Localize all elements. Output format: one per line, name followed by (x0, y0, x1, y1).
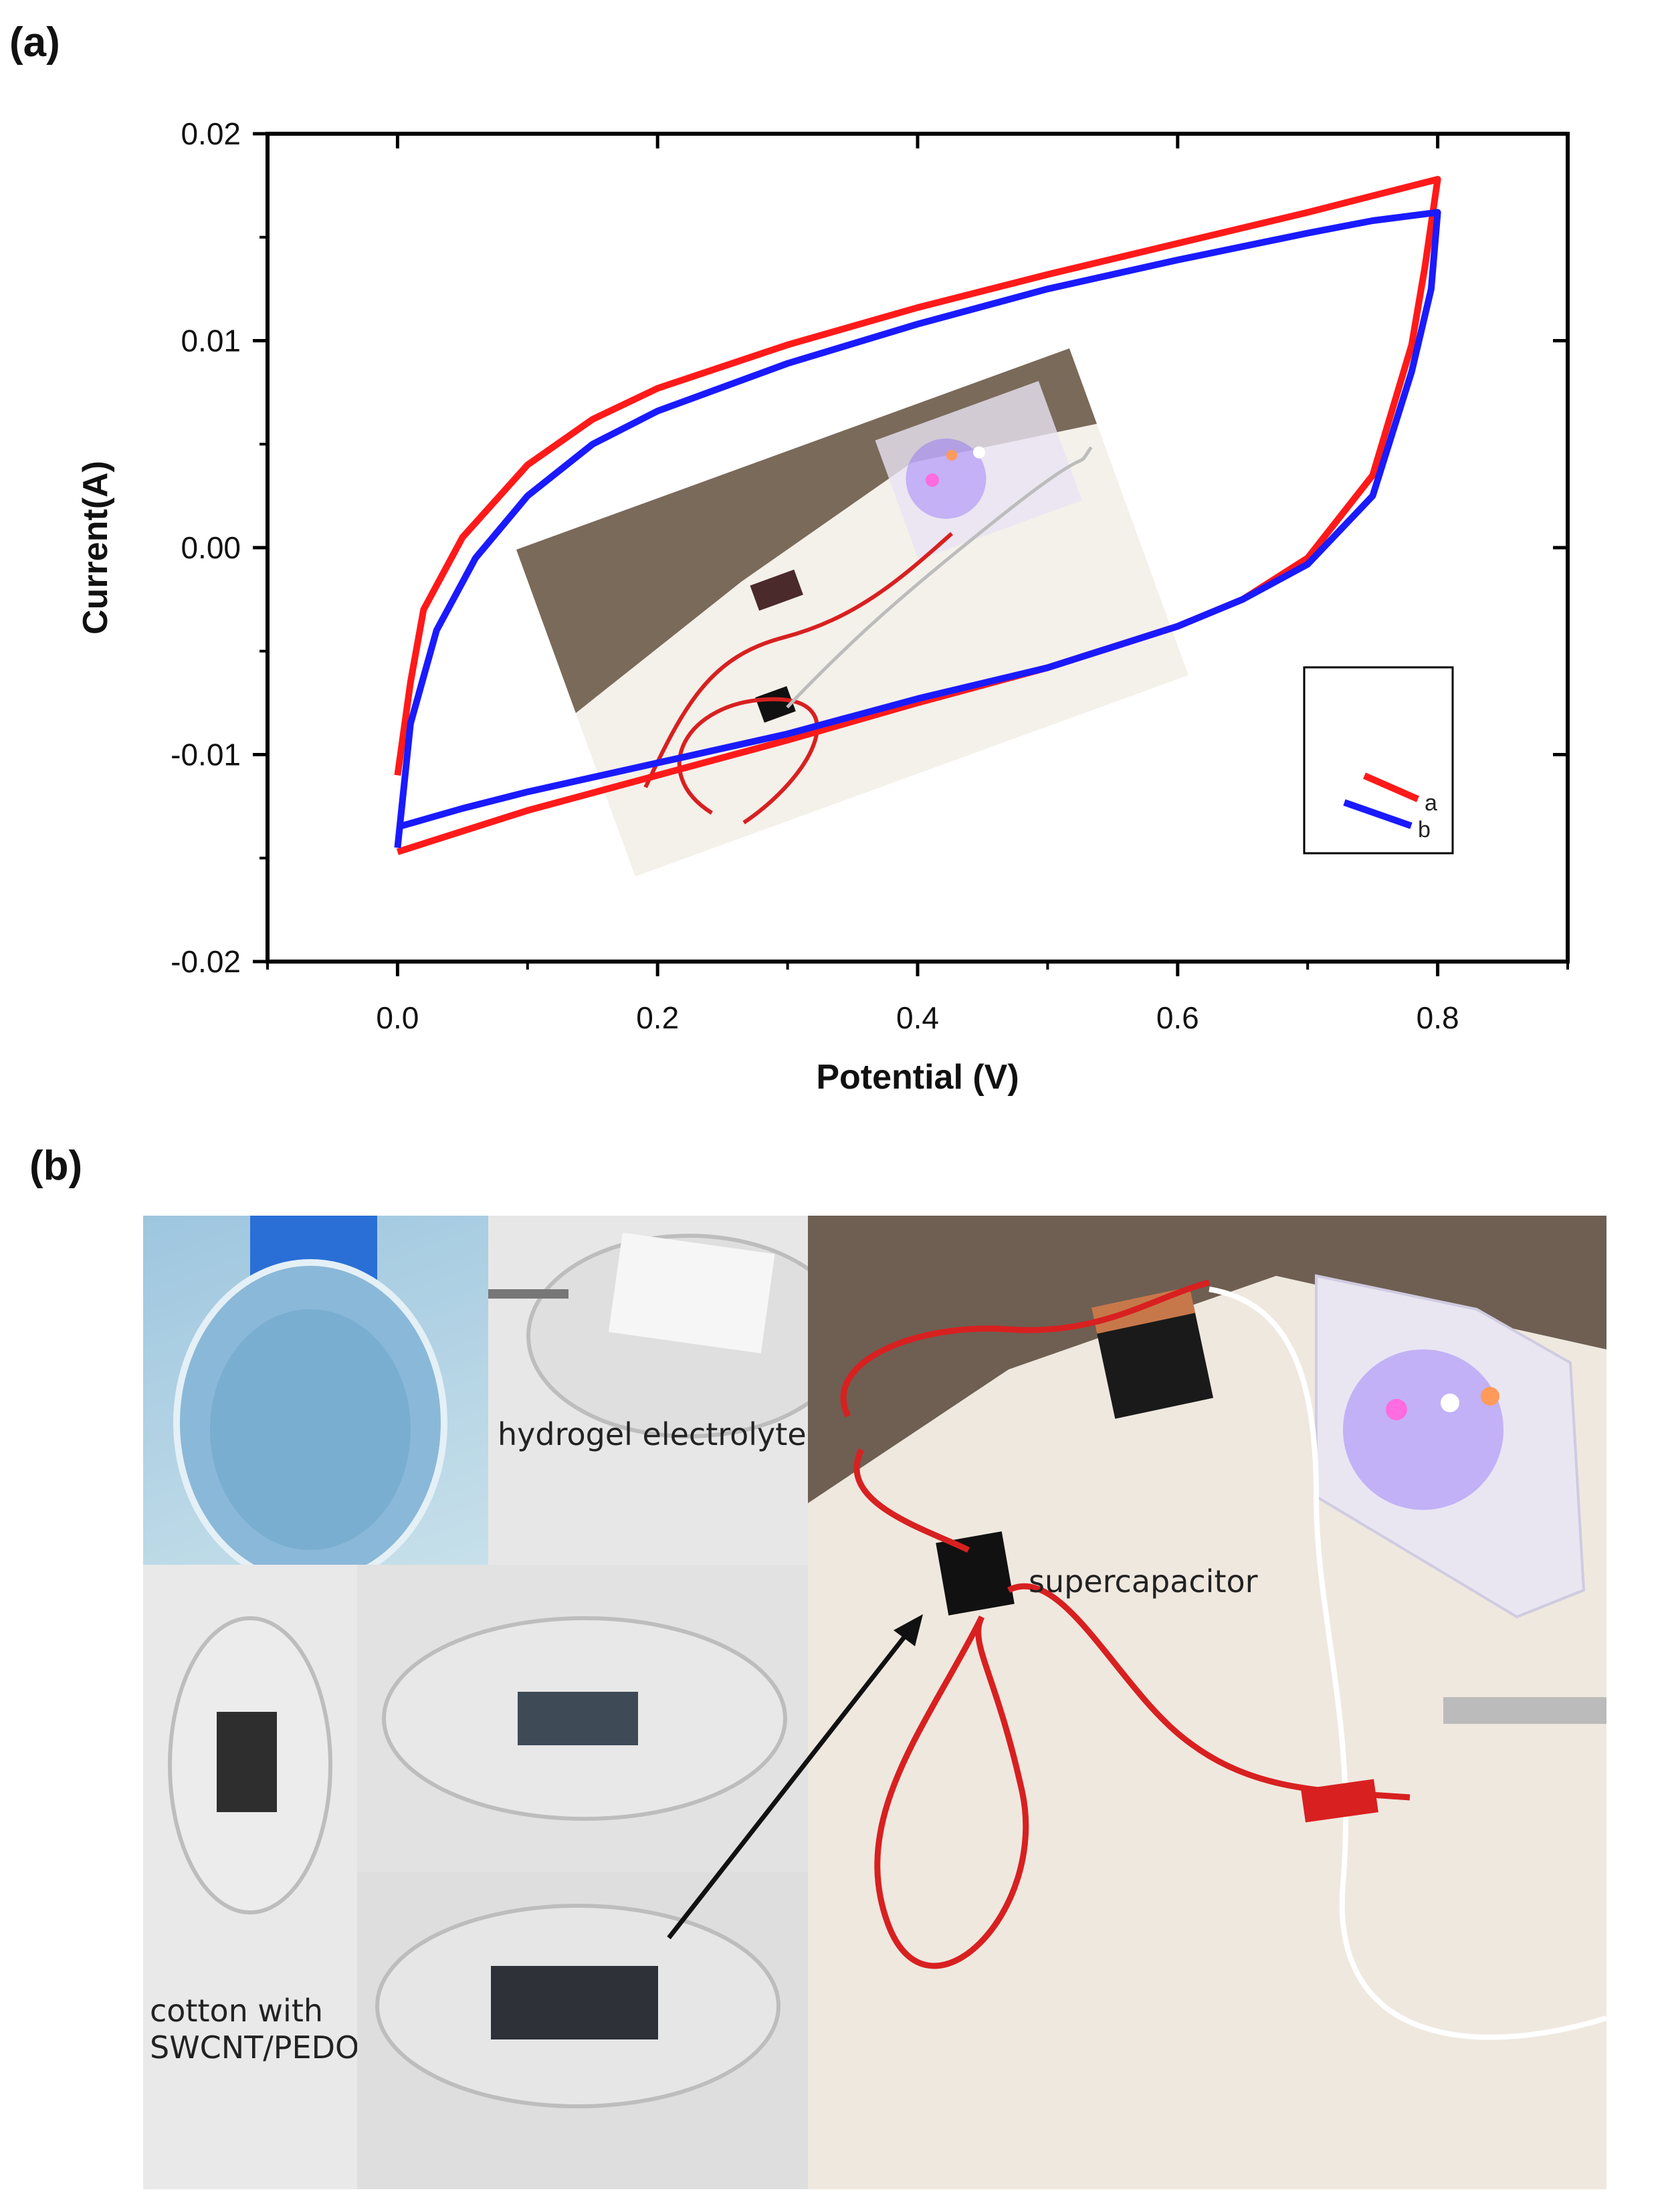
series-line-a (394, 176, 1441, 855)
y-tick-label: 0.00 (181, 530, 241, 565)
plot-frame: 0.0 0.2 0.4 0.6 0.8 -0.02 -0.01 0.00 0.01 0.02Pot… (76, 116, 1570, 1097)
x-tick-label: 0.6 (1156, 1000, 1199, 1035)
photo-cotton-dish-2 (357, 1565, 808, 1872)
legend-label-a: a (1425, 790, 1437, 816)
x-axis-label: Potential (V) (816, 1058, 1019, 1097)
y-tick-label: 0.01 (181, 324, 241, 358)
arrow-head-icon (894, 1614, 923, 1646)
legend-swatch-b (1343, 799, 1413, 829)
legend-swatch-a (1362, 772, 1420, 802)
x-tick-label: 0.0 (376, 1000, 419, 1035)
legend-label-b: b (1418, 817, 1431, 843)
y-axis-label: Current(A) (76, 461, 115, 635)
x-tick-label: 0.2 (636, 1000, 679, 1035)
caption-hydrogel: hydrogel electrolyte (498, 1416, 807, 1452)
series-layer (394, 176, 1441, 855)
panel-label-b: (b) (29, 1143, 83, 1189)
legend: ab (1303, 666, 1454, 855)
y-tick-label: -0.02 (171, 944, 241, 979)
cv-chart: 0.0 0.2 0.4 0.6 0.8 -0.02 -0.01 0.00 0.01 0.02Pot… (76, 116, 1570, 1097)
y-tick-label: -0.01 (171, 738, 241, 772)
x-tick-label: 0.4 (896, 1000, 939, 1035)
photo-cotton-dish: cotton with SWCNT/PEDOT:PSS (143, 1565, 357, 2189)
photo-hydrogel-glove (143, 1216, 488, 1565)
caption-supercapacitor: supercapacitor (1029, 1563, 1258, 1599)
series-line-b (394, 209, 1441, 849)
photo-cotton-dish-3 (357, 1872, 808, 2189)
y-tick-label: 0.02 (181, 116, 241, 151)
photo-hydrogel-electrolyte: hydrogel electrolyte (488, 1216, 808, 1565)
inset-photo (516, 348, 1188, 877)
black-arrow-icon (667, 1628, 912, 1940)
photo-supercapacitor-circuit: supercapacitor (808, 1216, 1606, 2189)
caption-cotton: cotton with SWCNT/PEDOT:PSS (150, 1993, 357, 2066)
panel-label-a: (a) (9, 19, 60, 66)
legend-box (1303, 666, 1454, 855)
x-tick-label: 0.8 (1417, 1000, 1459, 1035)
